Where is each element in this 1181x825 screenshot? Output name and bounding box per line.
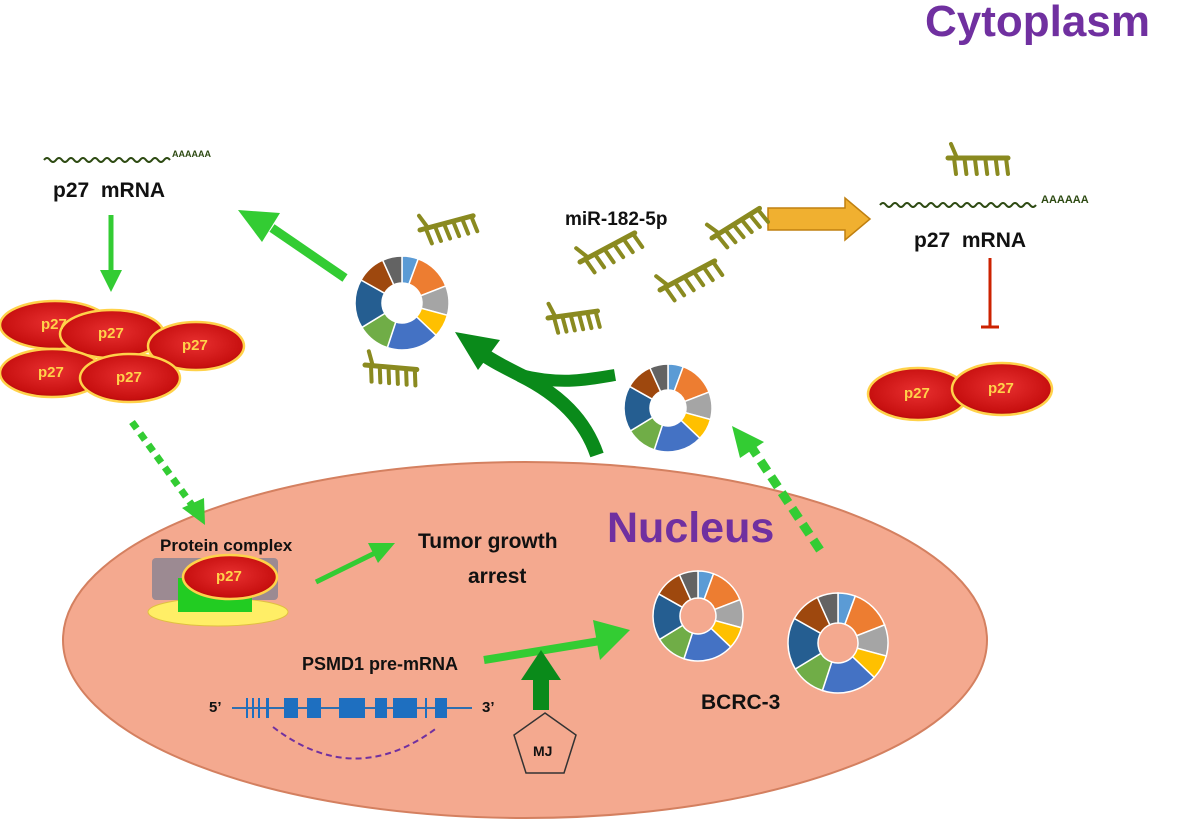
arrow-complex-to-arrest (314, 550, 377, 585)
tumor-growth-label: Tumor growth (418, 530, 558, 553)
arrow-circrna-to-p27-mrna-head (238, 210, 280, 242)
dotted-arrow-bcrc3-export-head (732, 426, 764, 458)
mj-pentagon (513, 712, 577, 774)
p27-protein-oval (950, 361, 1054, 417)
dotted-arrow-p27-to-complex (129, 419, 195, 508)
psmd1-exons (246, 698, 447, 718)
p27-protein-label: p27 (38, 364, 64, 381)
bcrc3-circrna (354, 255, 450, 351)
nucleus-membrane (62, 461, 988, 819)
p27-protein-label: p27 (988, 380, 1014, 397)
bcrc3-circrna (787, 592, 889, 694)
polya-right: AAAAAA (1041, 194, 1089, 206)
dotted-arrow-p27-to-complex-head (182, 498, 205, 525)
arrow-complex-to-arrest-head (368, 543, 395, 563)
export-arrow-head (455, 332, 500, 370)
arrow-psmd1-to-bcrc3 (483, 637, 601, 664)
circrna-segment (678, 570, 699, 601)
p27-protein-oval (78, 352, 182, 404)
p27-protein-label: p27 (41, 316, 67, 333)
arrest-label: arrest (468, 565, 527, 588)
three-prime-label: 3’ (482, 699, 495, 716)
mirna-glyph (704, 205, 770, 250)
bcrc3-label: BCRC-3 (701, 691, 781, 714)
protein-complex-label: Protein complex (160, 536, 293, 555)
p27-mrna-right-label: p27 mRNA (914, 229, 1027, 252)
mirna-glyph (545, 301, 602, 335)
mj-arrow-shaft (533, 678, 549, 710)
orange-arrow (767, 196, 872, 242)
p27-protein-label: p27 (98, 325, 124, 342)
arrow-mrna-to-protein-head (100, 270, 122, 292)
mirna-glyph (417, 213, 480, 246)
p27-protein-label: p27 (904, 385, 930, 402)
export-arrow-shaft (475, 346, 544, 392)
p27-mrna-left-label: p27 mRNA (53, 179, 166, 202)
mj-label: MJ (533, 743, 553, 759)
p27-protein-oval (181, 553, 279, 601)
mirna-glyph (574, 230, 645, 275)
psmd1-label: PSMD1 pre-mRNA (302, 654, 459, 674)
circrna-segment (648, 363, 669, 393)
circrna-segment (381, 255, 403, 286)
mirna-label: miR-182-5p (565, 209, 668, 230)
dotted-arrow-bcrc3-export (748, 445, 824, 553)
arrow-psmd1-to-bcrc3-head (593, 620, 630, 660)
cytoplasm-title: Cytoplasm (925, 0, 1150, 46)
mirna-glyph (654, 258, 725, 303)
arrow-circrna-to-p27-mrna (269, 224, 348, 282)
circrna-segment (816, 592, 839, 626)
bcrc3-circrna (652, 570, 744, 662)
mirna-glyph (362, 349, 420, 388)
p27-protein-label: p27 (182, 337, 208, 354)
backsplice-arc (272, 726, 439, 760)
bcrc3-circrna (623, 363, 713, 453)
polya-left: AAAAAA (172, 149, 211, 159)
p27-protein-label: p27 (216, 568, 242, 585)
five-prime-label: 5’ (209, 699, 222, 716)
p27-mrna-left-strand (43, 157, 171, 163)
p27-protein-label: p27 (116, 369, 142, 386)
mj-arrow-head (521, 650, 561, 680)
p27-mrna-right-strand (879, 202, 1037, 208)
mirna-glyph (945, 142, 1011, 176)
nucleus-title: Nucleus (607, 504, 775, 552)
p27-protein-oval (146, 320, 246, 372)
